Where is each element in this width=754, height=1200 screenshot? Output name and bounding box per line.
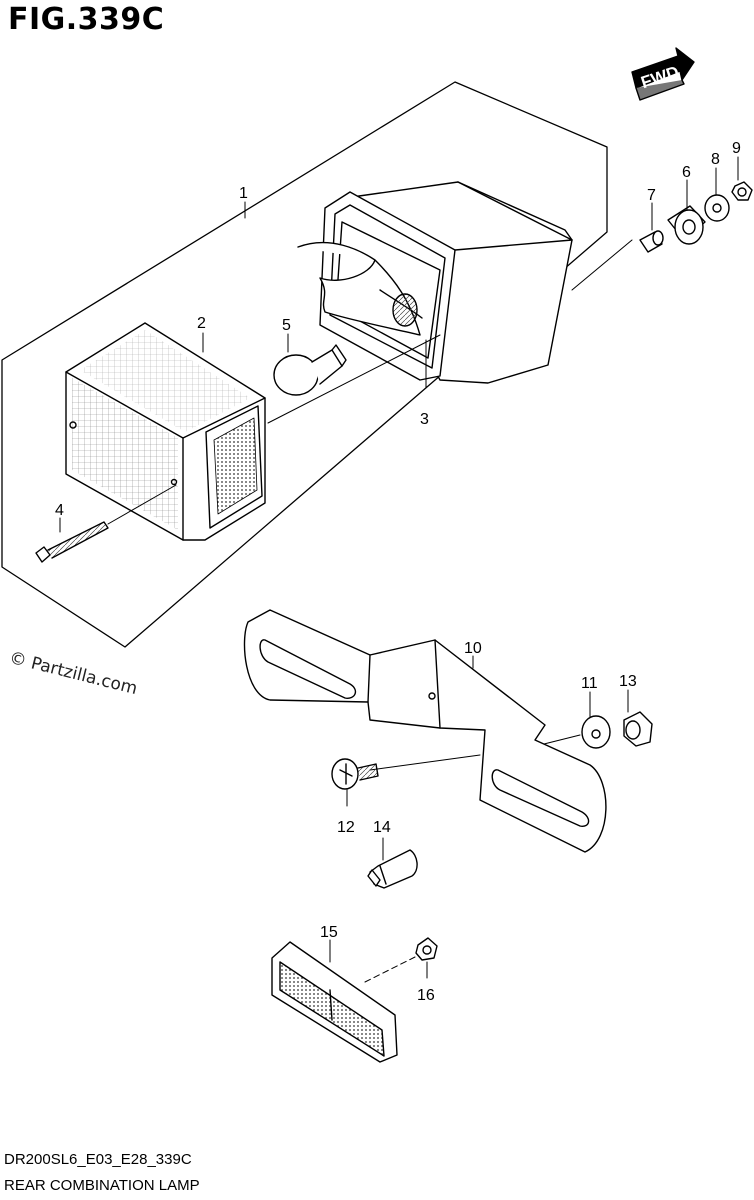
part-label-10: 10	[464, 640, 482, 657]
diagram-description: REAR COMBINATION LAMP	[4, 1177, 200, 1194]
part-label-5: 5	[282, 317, 291, 334]
nut-part-9	[731, 181, 753, 201]
part-label-15: 15	[320, 924, 338, 941]
part-label-11: 11	[581, 675, 598, 692]
assembly-outline	[1, 81, 608, 648]
lamp-body-part	[297, 181, 573, 384]
part-label-12: 12	[337, 819, 355, 836]
fwd-arrow-icon: FWD	[631, 47, 695, 101]
part-label-14: 14	[373, 819, 391, 836]
part-label-3: 3	[420, 411, 429, 428]
reflector-part	[271, 941, 398, 1063]
part-labels: 1 2 3 4 5 6 7 8 9 10 11 12 13 14 15 16	[55, 140, 741, 1004]
screw-part	[35, 521, 109, 563]
bulb-part	[273, 344, 347, 396]
washer-part-11	[581, 715, 611, 749]
part-label-7: 7	[647, 187, 656, 204]
part-label-9: 9	[732, 140, 741, 157]
nut-part-16	[415, 937, 438, 961]
grommet-parts	[639, 181, 753, 253]
callout-lines	[59, 156, 739, 979]
part-label-4: 4	[55, 502, 64, 519]
figure-title: FIG.339C	[8, 2, 165, 37]
collar-part-7	[639, 230, 664, 253]
grommet-part-6	[667, 205, 706, 245]
washer-part-8	[704, 194, 730, 222]
plug-part	[367, 849, 418, 889]
part-label-13: 13	[619, 673, 637, 690]
nut-part-13	[623, 711, 653, 747]
lens-housing-part	[65, 322, 266, 541]
bolt-part	[331, 758, 379, 790]
part-label-6: 6	[682, 164, 691, 181]
diagram-code: DR200SL6_E03_E28_339C	[4, 1151, 192, 1168]
part-label-1: 1	[239, 185, 248, 202]
part-label-8: 8	[711, 151, 720, 168]
part-label-2: 2	[197, 315, 206, 332]
leader-lines	[107, 239, 633, 983]
bracket-part	[243, 609, 607, 853]
part-label-16: 16	[417, 987, 435, 1004]
